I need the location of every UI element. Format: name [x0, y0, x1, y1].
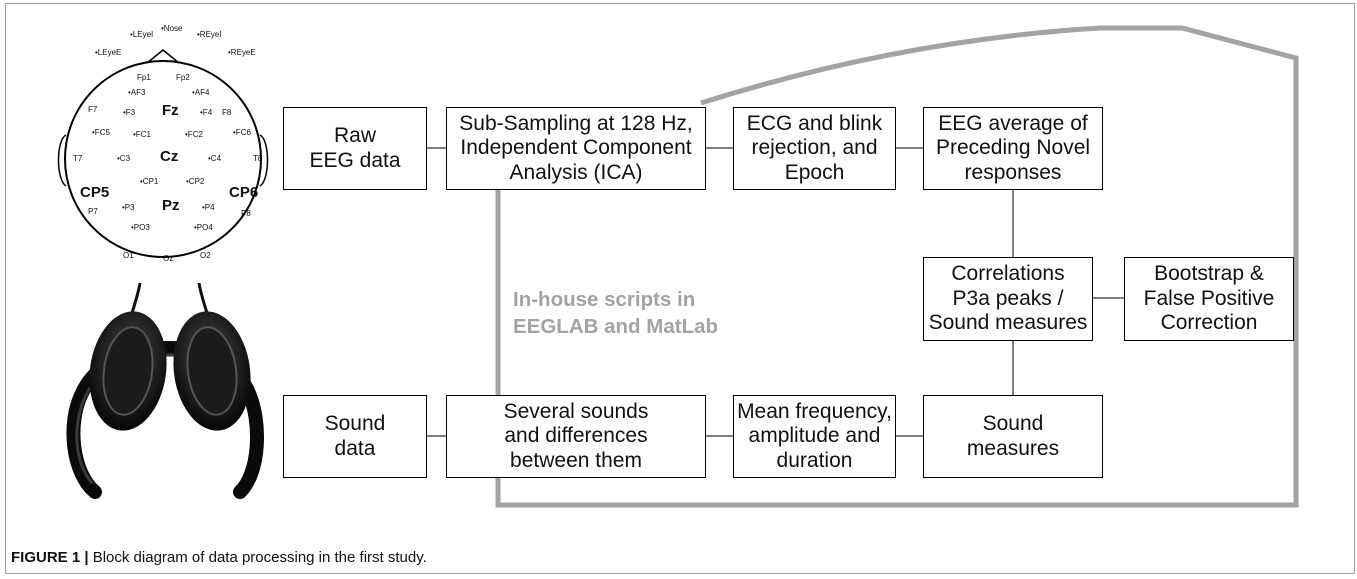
electrode-cp6: CP6 — [229, 184, 258, 201]
electrode-fc1: •FC1 — [133, 130, 151, 139]
box-eeg-average-label: EEG average of Preceding Novel responses — [935, 111, 1091, 184]
box-several-sounds-label: Several sounds and differences between t… — [503, 399, 649, 472]
electrode-reyei: •REyeI — [197, 30, 222, 39]
electrode-o1: O1 — [123, 251, 134, 260]
box-mean-frequency: Mean frequency, amplitude and duration — [733, 395, 896, 478]
box-ecg-blink-rejection: ECG and blink rejection, and Epoch — [733, 107, 896, 190]
box-correlations: Correlations P3a peaks / Sound measures — [923, 257, 1093, 341]
electrode-f3: •F3 — [123, 108, 136, 117]
eeg-electrode-map-icon: •LEyeI •Nose •REyeI •LEyeE •REyeE Fp1 Fp2 •AF3 •… — [57, 24, 269, 263]
right-ear-cup-rim — [186, 326, 238, 416]
electrode-leyee: •LEyeE — [95, 48, 121, 57]
electrode-t8: T8 — [253, 154, 263, 163]
electrode-fc5: •FC5 — [92, 128, 110, 137]
electrode-p7: P7 — [88, 207, 98, 216]
electrode-c4: •C4 — [208, 154, 222, 163]
electrode-o2: O2 — [200, 251, 211, 260]
electrode-p4: •P4 — [202, 203, 215, 212]
electrode-p8: P8 — [241, 209, 251, 218]
electrode-af4: •AF4 — [192, 88, 210, 97]
electrode-p3: •P3 — [122, 203, 135, 212]
left-ear — [57, 134, 67, 187]
inhouse-scripts-label: In-house scripts in EEGLAB and MatLab — [513, 288, 719, 338]
box-raw-eeg-data: Raw EEG data — [283, 107, 427, 190]
figure-frame — [5, 3, 1355, 574]
box-sound-data-label: Sound data — [324, 411, 386, 460]
electrode-pz: Pz — [162, 197, 180, 214]
electrode-fc2: •FC2 — [185, 130, 203, 139]
box-bootstrap-label: Bootstrap & False Positive Correction — [1143, 262, 1275, 335]
electrode-t7: T7 — [73, 154, 83, 163]
head-outline — [64, 60, 262, 258]
electrode-f7: F7 — [88, 105, 98, 114]
box-subsampling-ica: Sub-Sampling at 128 Hz, Independent Comp… — [446, 107, 706, 190]
caption-label: FIGURE 1 | — [11, 549, 89, 566]
figure-caption: FIGURE 1 | Block diagram of data process… — [11, 549, 427, 566]
electrode-po3: •PO3 — [131, 223, 150, 232]
electrode-fp2: Fp2 — [176, 73, 190, 82]
box-bootstrap: Bootstrap & False Positive Correction — [1124, 257, 1294, 341]
electrode-f8: F8 — [222, 108, 232, 117]
electrode-fc6: •FC6 — [233, 128, 251, 137]
electrode-f4: •F4 — [200, 108, 213, 117]
electrode-c3: •C3 — [117, 154, 131, 163]
electrode-nose: •Nose — [161, 24, 183, 33]
box-ecg-blink-rejection-label: ECG and blink rejection, and Epoch — [746, 111, 883, 184]
caption-text: Block diagram of data processing in the … — [88, 549, 427, 566]
electrode-cp5: CP5 — [80, 184, 109, 201]
left-ear-cup-rim — [102, 326, 154, 416]
right-ear — [259, 134, 269, 187]
box-sound-measures-label: Sound measures — [966, 411, 1060, 460]
electrode-cp2: •CP2 — [186, 177, 205, 186]
electrode-oz: Oz — [163, 254, 173, 263]
box-sound-measures: Sound measures — [923, 395, 1103, 478]
headband — [66, 340, 264, 499]
electrode-reyee: •REyeE — [228, 48, 256, 57]
electrode-cz: Cz — [160, 148, 178, 165]
headphones-icon — [66, 283, 264, 499]
box-sound-data: Sound data — [283, 395, 427, 478]
electrode-af3: •AF3 — [128, 88, 146, 97]
electrode-fp1: Fp1 — [137, 73, 151, 82]
electrode-po4: •PO4 — [194, 223, 213, 232]
box-raw-eeg-data-label: Raw EEG data — [309, 123, 401, 172]
box-subsampling-ica-label: Sub-Sampling at 128 Hz, Independent Comp… — [459, 111, 693, 184]
box-eeg-average: EEG average of Preceding Novel responses — [923, 107, 1103, 190]
inhouse-region-outline — [495, 25, 1299, 508]
box-mean-frequency-label: Mean frequency, amplitude and duration — [737, 399, 892, 472]
nose-outline — [146, 49, 180, 64]
box-correlations-label: Correlations P3a peaks / Sound measures — [928, 262, 1088, 335]
electrode-leyei: •LEyeI — [130, 30, 153, 39]
box-several-sounds: Several sounds and differences between t… — [446, 395, 706, 478]
electrode-cp1: •CP1 — [140, 177, 159, 186]
electrode-fz: Fz — [162, 102, 179, 119]
